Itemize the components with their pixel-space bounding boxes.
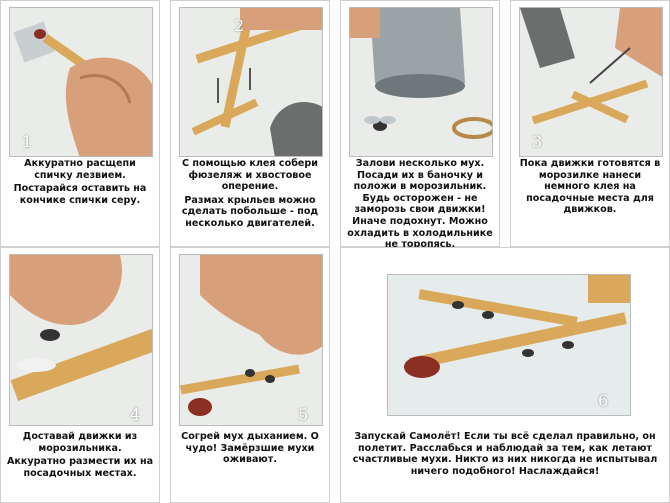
warm-flies-illustration bbox=[180, 255, 323, 426]
step-2-illustration: 2 bbox=[179, 7, 323, 157]
step-1-illustration: 1 bbox=[9, 7, 153, 157]
step-number: 4 bbox=[130, 405, 140, 424]
step-3b-caption: Пока движки готовятся в морозилке нанеси… bbox=[515, 158, 665, 218]
step-4-caption: Доставай движки из морозильника. Аккурат… bbox=[5, 431, 155, 481]
fly-plane-illustration bbox=[388, 275, 631, 416]
step-panel-3: Залови несколько мух. Посади их в баночк… bbox=[340, 0, 500, 247]
step-number: 1 bbox=[22, 132, 32, 151]
caption-line: С помощью клея собери фюзеляж и хвостово… bbox=[175, 158, 325, 193]
step-number: 3 bbox=[532, 132, 542, 151]
step-3-illustration bbox=[349, 7, 493, 157]
caption-line: Размах крыльев можно сделать побольше - … bbox=[175, 195, 325, 230]
step-3-caption: Залови несколько мух. Посади их в баночк… bbox=[345, 158, 495, 253]
caption-line: Доставай движки из морозильника. bbox=[5, 431, 155, 454]
place-flies-illustration bbox=[10, 255, 153, 426]
step-panel-3b: 3 Пока движки готовятся в морозилке нане… bbox=[510, 0, 670, 247]
step-5-illustration: 5 bbox=[179, 254, 323, 426]
glue-frame-illustration bbox=[180, 8, 323, 157]
caption-line: Постарайся оставить на кончике спички се… bbox=[5, 183, 155, 206]
step-panel-6: 6 Запускай Самолёт! Если ты всё сделал п… bbox=[340, 247, 670, 503]
step-5-caption: Согрей мух дыханием. О чудо! Замёрзшие м… bbox=[175, 431, 325, 468]
step-number: 6 bbox=[598, 391, 608, 410]
step-number: 5 bbox=[298, 405, 308, 424]
caption-line: Аккуратно размести их на посадочных мест… bbox=[5, 456, 155, 479]
step-4-illustration: 4 bbox=[9, 254, 153, 426]
step-6-illustration: 6 bbox=[387, 274, 631, 416]
caption-line: Пока движки готовятся в морозилке нанеси… bbox=[515, 158, 665, 216]
step-panel-2: 2 С помощью клея собери фюзеляж и хвосто… bbox=[170, 0, 330, 247]
step-6-caption: Запускай Самолёт! Если ты всё сделал пра… bbox=[345, 431, 665, 479]
step-panel-4: 4 Доставай движки из морозильника. Аккур… bbox=[0, 247, 160, 503]
step-panel-5: 5 Согрей мух дыханием. О чудо! Замёрзшие… bbox=[170, 247, 330, 503]
step-panel-1: 1 Аккуратно расщепи спичку лезвием. Пост… bbox=[0, 0, 160, 247]
jar-flies-illustration bbox=[350, 8, 493, 157]
step-3b-illustration: 3 bbox=[519, 7, 663, 157]
step-2-caption: С помощью клея собери фюзеляж и хвостово… bbox=[175, 158, 325, 232]
caption-line: Залови несколько мух. Посади их в баночк… bbox=[345, 158, 495, 251]
step-1-caption: Аккуратно расщепи спичку лезвием. Постар… bbox=[5, 158, 155, 208]
caption-line: Согрей мух дыханием. О чудо! Замёрзшие м… bbox=[175, 431, 325, 466]
caption-line: Аккуратно расщепи спичку лезвием. bbox=[5, 158, 155, 181]
caption-line: Запускай Самолёт! Если ты всё сделал пра… bbox=[345, 431, 665, 477]
step-number: 2 bbox=[234, 16, 244, 35]
